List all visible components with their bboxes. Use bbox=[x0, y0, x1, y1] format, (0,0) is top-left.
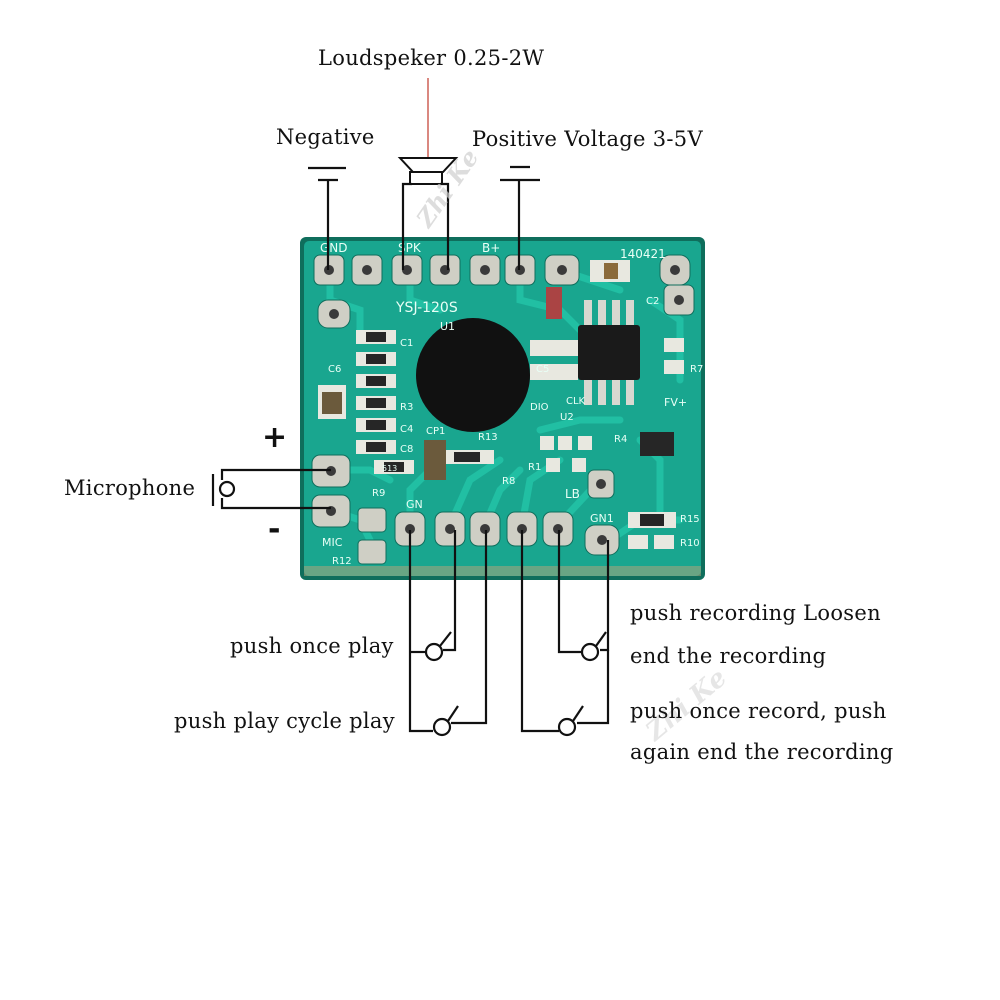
switch-push-once-play bbox=[424, 631, 452, 662]
push-recording-label-2: end the recording bbox=[630, 644, 827, 668]
speaker-icon bbox=[397, 78, 459, 185]
svg-text:R10: R10 bbox=[680, 538, 700, 549]
svg-text:R7: R7 bbox=[690, 364, 703, 375]
svg-text:DIO: DIO bbox=[530, 402, 549, 413]
switch-push-recording bbox=[580, 631, 607, 662]
microphone-label: Microphone bbox=[64, 476, 196, 500]
microphone-icon bbox=[218, 480, 236, 498]
svg-text:SPK: SPK bbox=[398, 241, 422, 255]
svg-text:C8: C8 bbox=[400, 444, 413, 455]
svg-text:R4: R4 bbox=[614, 434, 627, 445]
svg-text:R12: R12 bbox=[332, 556, 352, 567]
svg-text:GN: GN bbox=[406, 498, 423, 511]
svg-text:C6: C6 bbox=[328, 364, 341, 375]
svg-text:MIC: MIC bbox=[322, 536, 343, 549]
svg-text:R13: R13 bbox=[478, 432, 498, 443]
svg-text:R1: R1 bbox=[528, 462, 541, 473]
silkscreen: GND SPK B+ 140421 YSJ-120S U1 MIC GN GN1… bbox=[320, 241, 703, 567]
mic-plus-sign: + bbox=[262, 420, 288, 455]
svg-text:YSJ-120S: YSJ-120S bbox=[395, 300, 458, 316]
svg-text:513: 513 bbox=[382, 464, 397, 473]
svg-text:CP1: CP1 bbox=[426, 426, 445, 437]
svg-text:GND: GND bbox=[320, 241, 348, 255]
svg-text:CLK: CLK bbox=[566, 396, 586, 407]
mic-minus-sign: - bbox=[268, 512, 281, 547]
positive-voltage-label: Positive Voltage 3-5V bbox=[472, 127, 703, 151]
push-once-play-label: push once play bbox=[230, 634, 394, 658]
wiring-lines bbox=[211, 165, 610, 733]
svg-text:C4: C4 bbox=[400, 424, 413, 435]
svg-text:C2: C2 bbox=[646, 296, 659, 307]
push-recording-label-1: push recording Loosen bbox=[630, 601, 881, 625]
push-play-cycle-label: push play cycle play bbox=[174, 709, 395, 733]
svg-text:U1: U1 bbox=[440, 320, 455, 333]
svg-text:U2: U2 bbox=[560, 412, 574, 423]
loudspeaker-label: Loudspeker 0.25-2W bbox=[318, 46, 545, 70]
svg-text:C1: C1 bbox=[400, 338, 413, 349]
pcb-board: GND SPK B+ 140421 YSJ-120S U1 MIC GN GN1… bbox=[300, 237, 705, 580]
svg-text:R9: R9 bbox=[372, 488, 385, 499]
push-once-record-label-2: again end the recording bbox=[630, 740, 894, 764]
svg-text:C5: C5 bbox=[536, 364, 549, 375]
push-once-record-label-1: push once record, push bbox=[630, 699, 887, 723]
svg-text:R15: R15 bbox=[680, 514, 700, 525]
svg-text:LB: LB bbox=[565, 487, 580, 501]
svg-text:140421: 140421 bbox=[620, 247, 666, 261]
switch-push-play-cycle bbox=[432, 705, 459, 737]
negative-label: Negative bbox=[276, 125, 375, 149]
svg-text:B+: B+ bbox=[482, 241, 500, 255]
switch-push-once-record bbox=[557, 705, 584, 737]
smd-components bbox=[318, 260, 684, 549]
svg-text:R3: R3 bbox=[400, 402, 413, 413]
svg-text:FV+: FV+ bbox=[664, 396, 687, 409]
svg-text:GN1: GN1 bbox=[590, 512, 614, 525]
svg-text:R8: R8 bbox=[502, 476, 515, 487]
